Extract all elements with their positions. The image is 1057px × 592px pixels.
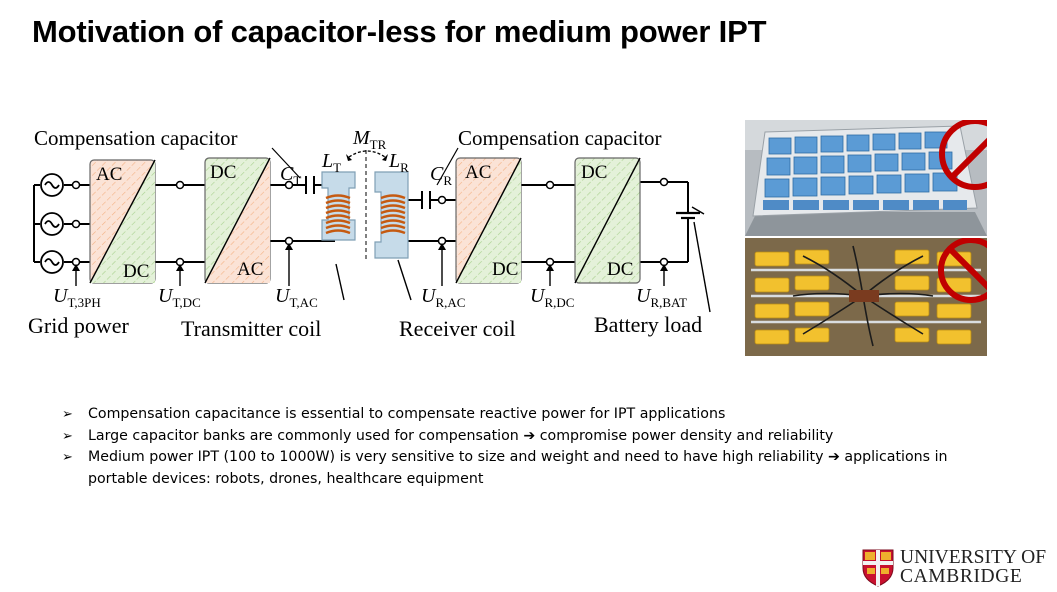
u-r-dc-label: UR,DC	[530, 285, 574, 310]
converter-4	[574, 157, 641, 284]
capacitor-icon	[305, 176, 431, 209]
mutual-inductance-label: MTR	[352, 127, 387, 152]
logo-line-2: CAMBRIDGE	[900, 566, 1023, 587]
converter-1	[89, 159, 156, 284]
slide-title: Motivation of capacitor-less for medium …	[32, 14, 767, 49]
bullet-marker-icon: ➢	[62, 428, 73, 444]
bullet-item: ➢ Medium power IPT (100 to 1000W) is ver…	[62, 449, 948, 487]
conv4-bottom-label: DC	[607, 259, 633, 280]
capacitor-bank-photo-yellow	[745, 238, 987, 356]
conv3-bottom-label: DC	[492, 259, 518, 280]
bullet-marker-icon: ➢	[62, 407, 73, 422]
transmitter-coil	[321, 171, 356, 241]
ct-label: CT	[280, 163, 301, 188]
comp-cap-label-left: Compensation capacitor	[34, 126, 238, 150]
cambridge-shield-icon	[862, 549, 894, 587]
receiver-coil	[374, 171, 409, 259]
no-sign-icon	[939, 120, 987, 190]
conv1-top-label: AC	[96, 164, 122, 185]
converter-3	[455, 157, 522, 284]
cr-label: CR	[430, 163, 452, 188]
receiver-coil-label: Receiver coil	[399, 316, 516, 341]
transmitter-coil-label: Transmitter coil	[181, 316, 321, 341]
bullet-marker-icon: ➢	[62, 450, 73, 465]
u-t-ac-label: UT,AC	[275, 285, 318, 310]
battery-icon	[676, 206, 705, 220]
lt-label: LT	[321, 150, 341, 175]
bullet-list: ➢ Compensation capacitance is essential …	[62, 404, 992, 490]
bullet-item: ➢ Compensation capacitance is essential …	[62, 404, 992, 426]
u-t-dc-label: UT,DC	[158, 285, 201, 310]
lr-label: LR	[388, 150, 409, 175]
grid-power-label: Grid power	[28, 313, 129, 338]
bullet-item: ➢ Large capacitor banks are commonly use…	[62, 426, 992, 448]
university-logo: UNIVERSITY OF CAMBRIDGE	[862, 547, 1047, 588]
comp-cap-label-right: Compensation capacitor	[458, 126, 662, 150]
u-r-ac-label: UR,AC	[421, 285, 465, 310]
converter-2	[204, 157, 271, 284]
capacitor-bank-photo-blue	[745, 120, 987, 236]
conv4-top-label: DC	[581, 162, 607, 183]
arrow-icon: ➔	[828, 449, 840, 465]
conv2-top-label: DC	[210, 162, 236, 183]
arrow-icon: ➔	[523, 427, 536, 444]
ac-source-icon	[40, 173, 64, 274]
conv3-top-label: AC	[465, 162, 491, 183]
conv1-bottom-label: DC	[123, 261, 149, 282]
u-r-bat-label: UR,BAT	[636, 285, 687, 310]
conv2-bottom-label: AC	[237, 259, 263, 280]
u-t-3ph-label: UT,3PH	[53, 285, 101, 310]
battery-load-label: Battery load	[594, 312, 702, 337]
no-sign-icon	[938, 238, 987, 303]
logo-line-1: UNIVERSITY OF	[900, 547, 1047, 568]
